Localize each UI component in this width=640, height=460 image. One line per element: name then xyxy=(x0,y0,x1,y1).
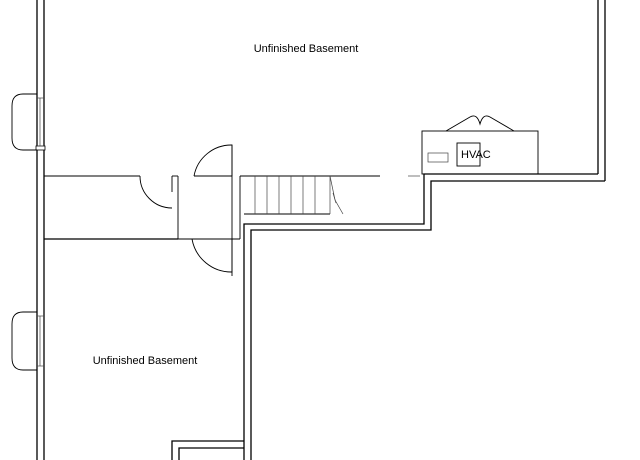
corridor-door xyxy=(139,175,173,209)
window-well-lower xyxy=(11,311,44,371)
lower-room-label: Unfinished Basement xyxy=(93,355,198,367)
window-well-upper xyxy=(11,93,44,151)
corridor-walls xyxy=(44,175,179,240)
hvac-label: HVAC xyxy=(461,149,491,161)
landing-doors xyxy=(178,144,241,276)
divider-wall xyxy=(243,173,605,460)
lower-partial-wall xyxy=(171,440,244,460)
hvac-enclosure xyxy=(421,115,539,175)
stairs xyxy=(240,175,420,215)
upper-room-label: Unfinished Basement xyxy=(254,43,359,55)
left-exterior-wall xyxy=(35,0,46,460)
right-exterior-wall xyxy=(597,0,606,181)
